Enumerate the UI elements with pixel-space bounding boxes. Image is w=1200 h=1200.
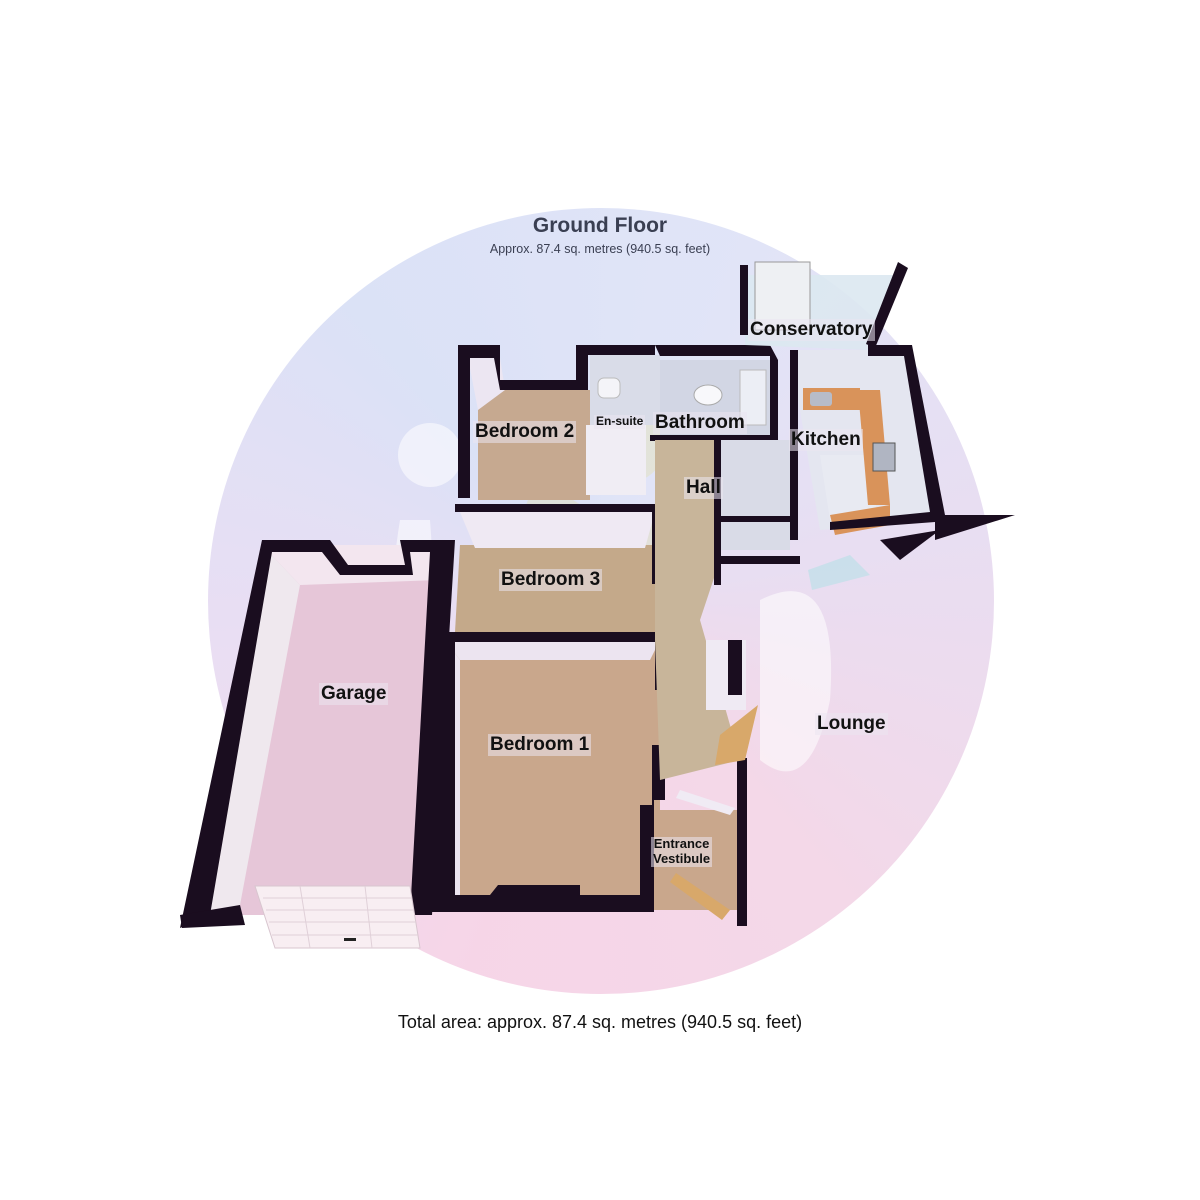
floor-area-subtitle: Approx. 87.4 sq. metres (940.5 sq. feet) — [489, 242, 711, 256]
total-area-caption: Total area: approx. 87.4 sq. metres (940… — [397, 1012, 803, 1032]
garage-room — [180, 540, 455, 949]
room-label-entrance-vestibule: Entrance Vestibule — [651, 836, 713, 867]
bedroom3-room — [455, 504, 660, 632]
room-label-bedroom1: Bedroom 1 — [488, 734, 592, 756]
room-label-lounge: Lounge — [815, 713, 888, 735]
room-label-kitchen: Kitchen — [789, 429, 863, 451]
room-label-bedroom3: Bedroom 3 — [499, 569, 603, 591]
room-label-garage: Garage — [319, 683, 389, 705]
room-label-bedroom2: Bedroom 2 — [473, 421, 577, 443]
kitchen-room — [790, 345, 1015, 590]
garage-door — [254, 885, 421, 949]
entrance-label-line2: Vestibule — [653, 850, 711, 866]
room-label-ensuite: En-suite — [594, 414, 646, 429]
entrance-label-line1: Entrance — [653, 836, 710, 851]
bedroom1-room — [428, 632, 665, 912]
floor-title: Ground Floor — [532, 214, 668, 237]
room-label-bathroom: Bathroom — [653, 412, 747, 434]
ensuite-bathroom-rooms — [586, 345, 778, 495]
room-label-conservatory: Conservatory — [748, 319, 875, 341]
bedroom2-room — [458, 345, 655, 500]
room-label-hall: Hall — [684, 477, 723, 499]
